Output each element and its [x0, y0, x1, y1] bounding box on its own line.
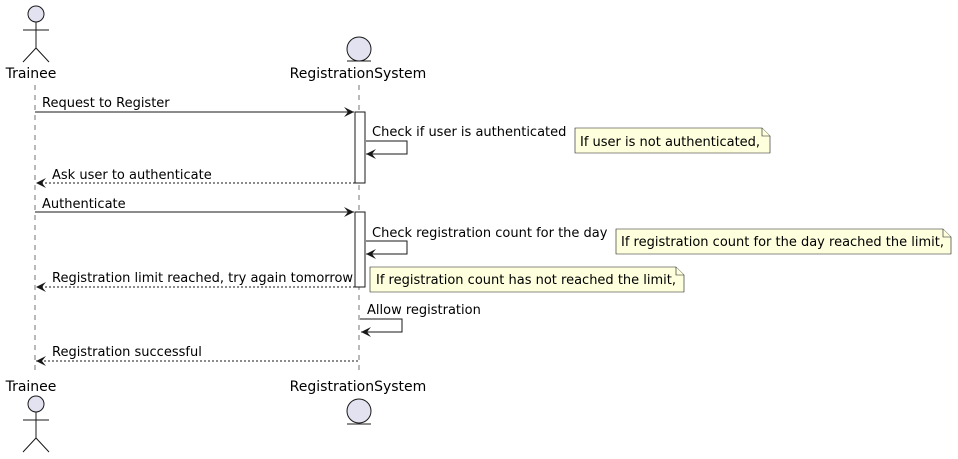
message-request-to-register: Request to Register [35, 96, 354, 117]
message-registration-successful: Registration successful [36, 345, 358, 366]
actor-trainee-bottom: Trainee [5, 379, 57, 453]
message-limit-reached: Registration limit reached, try again to… [36, 271, 355, 292]
entity-registration-system-top: RegistrationSystem [290, 36, 427, 82]
actor-trainee-top: Trainee [5, 5, 57, 82]
note-not-authenticated: If user is not authenticated, [574, 127, 771, 154]
message-check-authenticated: Check if user is authenticated [366, 125, 566, 159]
message-label: Ask user to authenticate [52, 168, 212, 183]
activation-bar-1 [354, 111, 366, 184]
note-shape [574, 127, 771, 154]
message-label: Allow registration [367, 303, 481, 318]
message-authenticate: Authenticate [35, 197, 354, 217]
message-allow-registration: Allow registration [360, 303, 481, 337]
message-label: Authenticate [42, 197, 126, 212]
message-label: Request to Register [42, 96, 170, 111]
participant-label: RegistrationSystem [290, 379, 427, 395]
note-shape [615, 228, 952, 255]
message-label: Registration successful [52, 345, 202, 360]
note-text: If user is not authenticated, [580, 135, 760, 150]
note-corner [942, 229, 951, 238]
message-check-registration-count: Check registration count for the day [366, 226, 608, 259]
note-text: If registration count has not reached th… [376, 273, 676, 288]
participant-label: RegistrationSystem [290, 66, 427, 82]
entity-icon [346, 36, 372, 62]
actor-figure-icon [22, 395, 50, 453]
message-ask-authenticate: Ask user to authenticate [36, 168, 355, 188]
note-limit-reached: If registration count for the day reache… [615, 228, 952, 255]
note-not-reached-limit: If registration count has not reached th… [369, 266, 685, 293]
activation-bar-2 [354, 211, 366, 288]
entity-icon [346, 398, 372, 425]
message-label: Registration limit reached, try again to… [52, 271, 353, 286]
self-message-arrow [360, 318, 403, 337]
participant-label: Trainee [5, 379, 57, 395]
note-shape [369, 266, 685, 293]
entity-registration-system-bottom: RegistrationSystem [290, 379, 427, 425]
message-label: Check if user is authenticated [372, 125, 566, 140]
note-corner [675, 267, 684, 276]
self-message-arrow [366, 240, 408, 259]
note-corner [761, 128, 770, 137]
message-label: Check registration count for the day [372, 226, 608, 241]
self-message-arrow [366, 140, 408, 159]
actor-figure-icon [22, 5, 50, 63]
note-text: If registration count for the day reache… [621, 235, 944, 250]
participant-label: Trainee [5, 66, 57, 82]
